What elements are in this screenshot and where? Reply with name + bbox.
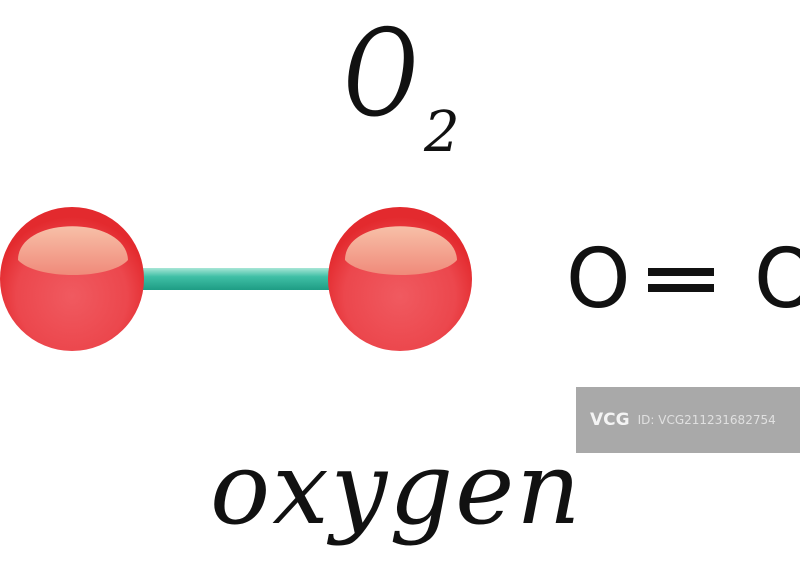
formula-symbol: O [344,5,418,144]
formula-subscript: 2 [424,100,460,165]
element-name: oxygen [210,430,583,547]
oxygen-atom-right [328,207,472,351]
ball-and-stick-model [0,207,472,351]
structural-atom-right: O [754,232,800,327]
vcg-logo-icon: VCG [590,410,630,430]
double-bond-stick [130,268,342,290]
structural-formula: O O [566,232,800,327]
structural-atom-left: O [566,232,631,327]
double-bond-symbol [648,262,714,298]
watermark-id: ID: VCG211231682754 [637,413,776,427]
oxygen-atom-left [0,207,144,351]
chemical-formula: O 2 [344,0,460,165]
watermark: VCG ID: VCG211231682754 [576,387,800,453]
